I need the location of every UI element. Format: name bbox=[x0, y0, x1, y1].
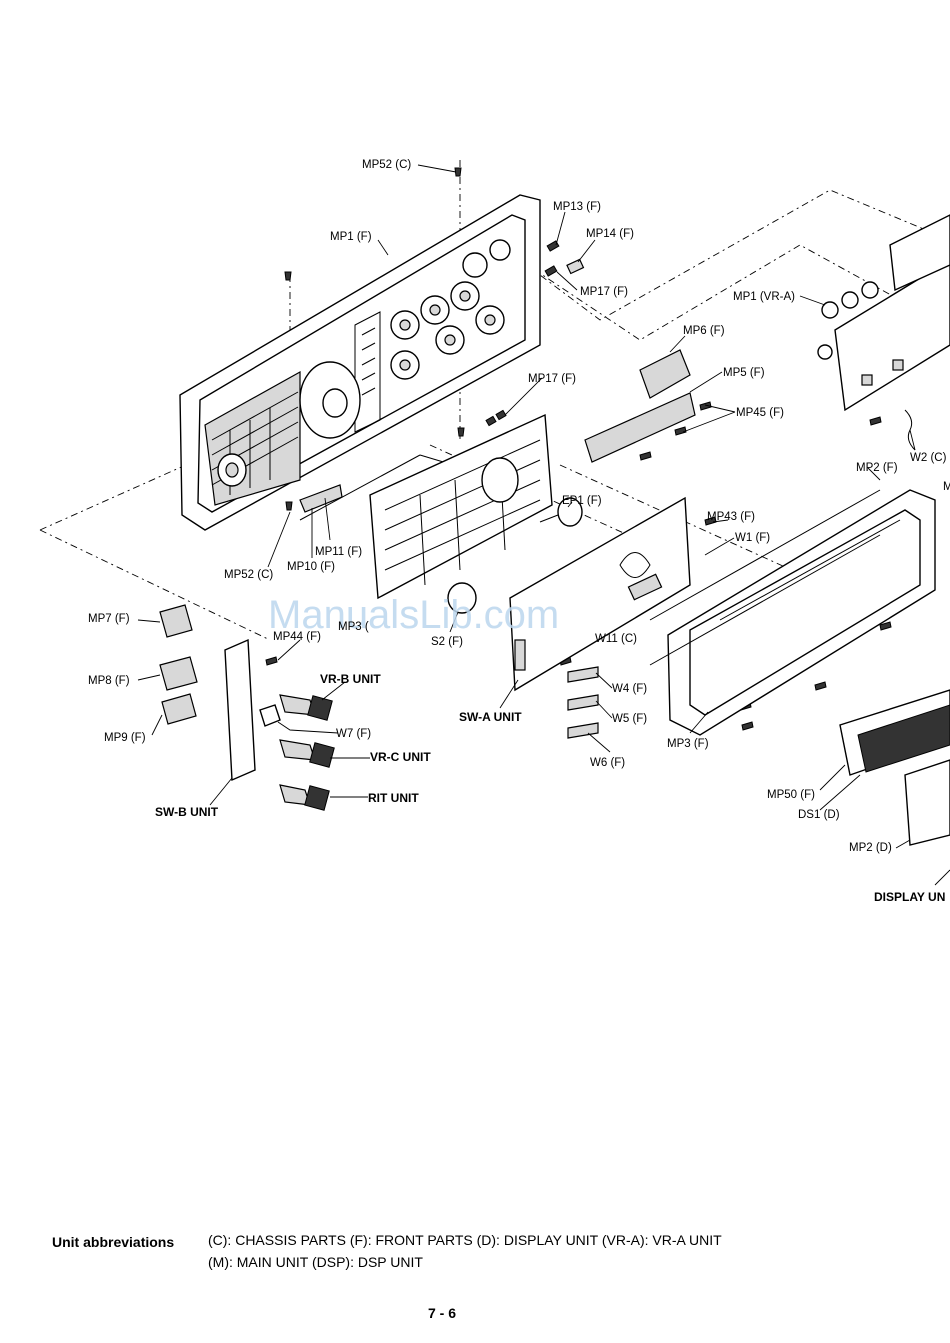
label-mp6-f: MP6 (F) bbox=[683, 325, 725, 337]
w7-strap bbox=[259, 704, 281, 727]
display-glass-mp50 bbox=[839, 689, 950, 776]
label-ep1-f: EP1 (F) bbox=[562, 495, 602, 507]
small-springs bbox=[485, 240, 585, 427]
label-w7-f: W7 (F) bbox=[336, 728, 371, 740]
label-ds1-d: DS1 (D) bbox=[798, 809, 840, 821]
legend-line-2: (M): MAIN UNIT (DSP): DSP UNIT bbox=[208, 1254, 423, 1270]
mp7-button bbox=[159, 604, 193, 638]
label-sw-b-unit: SW-B UNIT bbox=[155, 805, 219, 819]
legend-title: Unit abbreviations bbox=[52, 1234, 175, 1250]
callout-labels: MP52 (C) MP1 (F) MP13 (F) MP14 (F) MP17 … bbox=[88, 159, 950, 904]
ep1-potentiometer bbox=[539, 497, 583, 527]
label-mp13-f: MP13 (F) bbox=[553, 201, 601, 213]
label-mp8-f: MP8 (F) bbox=[88, 675, 130, 687]
label-mp2-d: MP2 (D) bbox=[849, 842, 892, 854]
label-mp1-f: MP1 (F) bbox=[330, 231, 372, 243]
legend-line-1: (C): CHASSIS PARTS (F): FRONT PARTS (D):… bbox=[208, 1232, 722, 1248]
vr-a-unit bbox=[817, 214, 950, 451]
mp9-button bbox=[161, 693, 197, 725]
label-rit-unit: RIT UNIT bbox=[368, 791, 419, 805]
label-sw-a-unit: SW-A UNIT bbox=[459, 710, 522, 724]
leader-lines bbox=[137, 164, 950, 886]
display-frame-mp2 bbox=[649, 489, 936, 736]
label-vr-c-unit: VR-C UNIT bbox=[370, 750, 431, 764]
wires-w4-w6 bbox=[567, 666, 599, 739]
label-w2-c: W2 (C) bbox=[910, 452, 947, 464]
label-mp52-c-top: MP52 (C) bbox=[362, 159, 411, 171]
label-w1-f: W1 (F) bbox=[735, 532, 770, 544]
sw-b-unit-board bbox=[224, 638, 256, 782]
label-display-unit: DISPLAY UN bbox=[874, 890, 945, 904]
bracket-mp10-mp11 bbox=[299, 484, 343, 513]
label-mp50-f: MP50 (F) bbox=[767, 789, 815, 801]
knob-cluster bbox=[390, 239, 511, 380]
label-w4-f: W4 (F) bbox=[612, 683, 647, 695]
label-mp44-f: MP44 (F) bbox=[273, 631, 321, 643]
vr-c-pot bbox=[279, 739, 316, 761]
button-caps bbox=[159, 604, 198, 725]
label-mp14-f: MP14 (F) bbox=[586, 228, 634, 240]
vr-pots bbox=[279, 694, 335, 811]
label-mp45-f: MP45 (F) bbox=[736, 407, 784, 419]
label-mp52-c-bottom: MP52 (C) bbox=[224, 569, 273, 581]
label-mp3-f: MP3 (F) bbox=[667, 738, 709, 750]
s2-switch bbox=[447, 582, 477, 614]
label-mp5-f: MP5 (F) bbox=[723, 367, 765, 379]
label-mp17-f-top: MP17 (F) bbox=[580, 286, 628, 298]
label-vr-b-unit: VR-B UNIT bbox=[320, 672, 381, 686]
label-m-fragment: M bbox=[943, 481, 950, 493]
page-number: 7 - 6 bbox=[428, 1305, 457, 1321]
label-mp9-f: MP9 (F) bbox=[104, 732, 146, 744]
main-pcb-board bbox=[369, 413, 553, 600]
sw-a-unit-board bbox=[509, 496, 691, 692]
label-mp10-f: MP10 (F) bbox=[287, 561, 335, 573]
label-w5-f: W5 (F) bbox=[612, 713, 647, 725]
label-mp43-f: MP43 (F) bbox=[707, 511, 755, 523]
mp8-button bbox=[159, 656, 198, 691]
label-mp3-fragment: MP3 ( bbox=[338, 621, 369, 633]
label-w11-c: W11 (C) bbox=[595, 633, 637, 645]
label-mp17-f-mid: MP17 (F) bbox=[528, 373, 576, 385]
label-w6-f: W6 (F) bbox=[590, 757, 625, 769]
display-unit-mp2-d bbox=[904, 759, 950, 846]
watermark-text: ManualsLib.com bbox=[268, 593, 559, 637]
front-panel-mp1 bbox=[179, 194, 541, 531]
mp5-mp6-brackets bbox=[584, 349, 696, 463]
label-mp11-f: MP11 (F) bbox=[315, 546, 362, 558]
label-mp7-f: MP7 (F) bbox=[88, 613, 130, 625]
label-mp1-vra: MP1 (VR-A) bbox=[733, 291, 795, 303]
label-mp2-f: MP2 (F) bbox=[856, 462, 898, 474]
label-s2-f: S2 (F) bbox=[431, 636, 463, 648]
